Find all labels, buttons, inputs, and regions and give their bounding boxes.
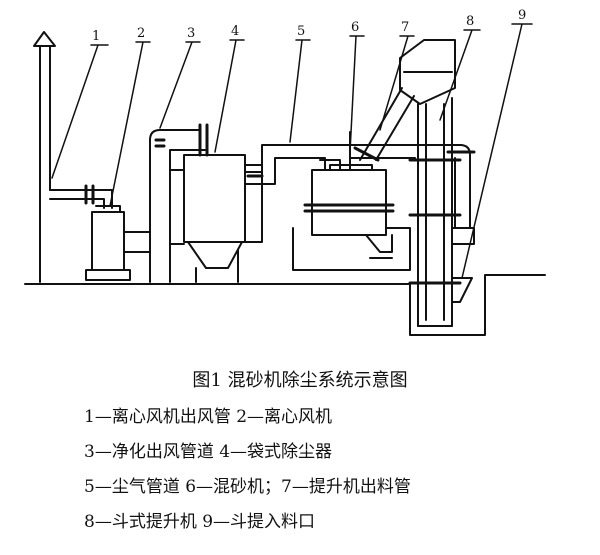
callout-7: 7 <box>401 20 409 35</box>
callout-6: 6 <box>351 20 359 35</box>
callout-leaders <box>51 23 533 279</box>
legend-line-2: 3—净化出风管道 4—袋式除尘器 <box>84 442 333 462</box>
legend-line-4: 8—斗式提升机 9—斗提入料口 <box>84 512 316 532</box>
fan-outlet-stack <box>33 31 113 283</box>
discharge-pipe <box>353 87 415 162</box>
bucket-elevator <box>399 39 462 327</box>
callout-9: 9 <box>518 8 526 23</box>
figure-caption: 图1 混砂机除尘系统示意图 <box>192 370 408 391</box>
bag-filter <box>183 154 263 283</box>
callout-4: 4 <box>231 24 239 39</box>
dust-gas-duct <box>244 131 476 229</box>
centrifugal-fan <box>85 205 151 281</box>
callout-8: 8 <box>466 14 474 29</box>
legend-line-1: 1—离心风机出风管 2—离心风机 <box>84 407 333 427</box>
callout-2: 2 <box>137 26 145 41</box>
callout-numbers: 1 2 3 4 5 6 7 8 9 <box>92 8 526 44</box>
legend-line-3: 5—尘气管道 6—混砂机；7—提升机出料管 <box>84 477 411 497</box>
callout-5: 5 <box>297 24 305 39</box>
callout-3: 3 <box>187 26 195 41</box>
clean-air-duct <box>149 123 209 283</box>
callout-1: 1 <box>92 29 100 44</box>
ground-line <box>24 274 546 336</box>
sand-mixer <box>292 164 411 271</box>
